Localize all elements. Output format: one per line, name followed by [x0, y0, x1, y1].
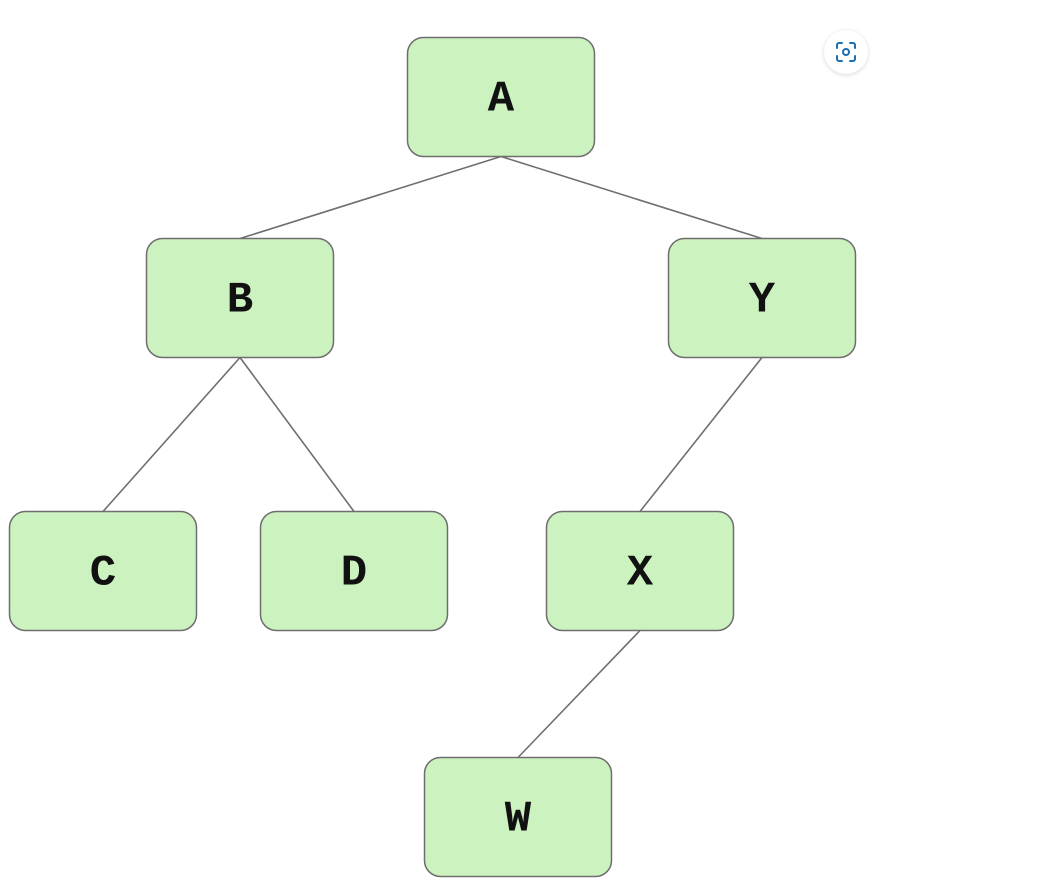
- edge-a-b: [239, 155, 502, 240]
- edge-layer: [102, 155, 763, 759]
- node-label-c: C: [90, 549, 116, 599]
- tree-node-b: B: [145, 237, 335, 359]
- tree-node-y: Y: [667, 237, 857, 359]
- tree-node-d: D: [259, 510, 449, 632]
- node-label-y: Y: [749, 276, 776, 326]
- node-label-x: X: [627, 549, 654, 599]
- edge-b-d: [239, 357, 355, 512]
- node-label-d: D: [341, 549, 367, 599]
- tree-node-a: A: [406, 36, 596, 158]
- scan-focus-button[interactable]: [824, 30, 868, 74]
- edge-a-y: [500, 155, 763, 240]
- tree-node-c: C: [8, 510, 198, 632]
- tree-node-x: X: [545, 510, 735, 632]
- node-box-a: [406, 36, 596, 158]
- edge-b-c: [102, 356, 241, 513]
- node-box-d: [259, 510, 449, 632]
- edge-x-w: [517, 629, 641, 759]
- edge-y-x: [639, 357, 763, 512]
- node-label-w: W: [505, 795, 532, 845]
- node-box-x: [545, 510, 735, 632]
- scan-focus-icon: [836, 42, 856, 62]
- node-layer: A B Y C D X W: [8, 36, 857, 878]
- node-box-c: [8, 510, 198, 632]
- node-box-w: [423, 756, 613, 878]
- node-box-b: [145, 237, 335, 359]
- tree-node-w: W: [423, 756, 613, 878]
- node-box-y: [667, 237, 857, 359]
- node-label-a: A: [488, 75, 515, 125]
- node-label-b: B: [227, 276, 253, 326]
